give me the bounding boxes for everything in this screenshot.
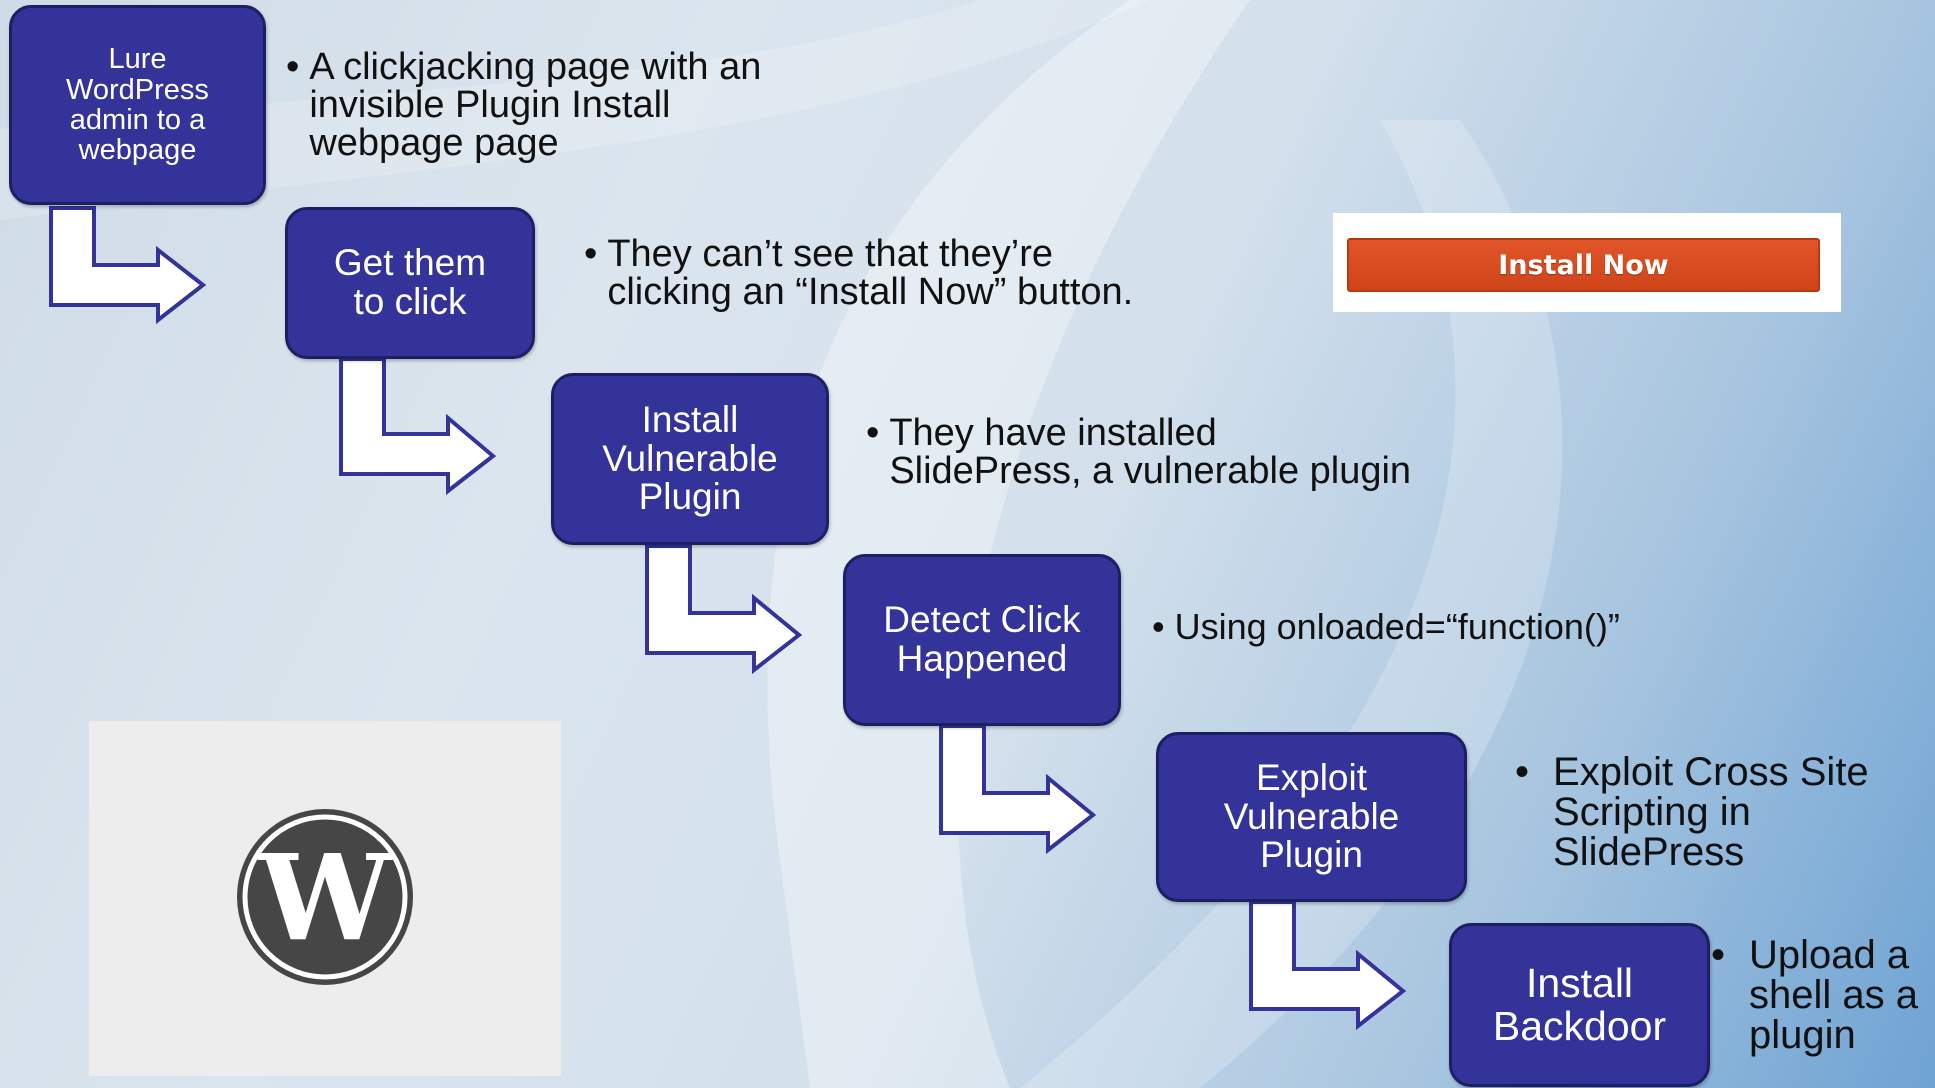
note-text: Exploit Cross Site Scripting in SlidePre… bbox=[1553, 750, 1869, 874]
flow-arrow-2 bbox=[339, 357, 497, 496]
note-onloaded: • Using onloaded=“function()” bbox=[1152, 609, 1620, 645]
wordpress-logo-icon: W bbox=[237, 809, 413, 985]
flow-arrow-4 bbox=[939, 724, 1097, 855]
step-lure-admin: Lure WordPress admin to a webpage bbox=[9, 5, 266, 205]
note-text: They have installed SlidePress, a vulner… bbox=[889, 412, 1412, 492]
note-clickjacking: • A clickjacking page with an invisible … bbox=[286, 48, 761, 162]
flow-arrow-3 bbox=[645, 544, 803, 675]
svg-text:W: W bbox=[257, 828, 393, 967]
note-text: A clickjacking page with an invisible Pl… bbox=[309, 46, 762, 164]
wordpress-logo-panel: W bbox=[89, 721, 561, 1076]
note-text: They can’t see that they’re clicking an … bbox=[607, 233, 1134, 313]
step-detect-click: Detect Click Happened bbox=[843, 554, 1121, 726]
bullet-dot: • bbox=[1152, 606, 1165, 647]
step-install-plugin: Install Vulnerable Plugin bbox=[551, 373, 829, 545]
step-exploit-plugin: Exploit Vulnerable Plugin bbox=[1156, 732, 1467, 902]
note-xss: • Exploit Cross Site Scripting in SlideP… bbox=[1515, 752, 1869, 872]
bullet-dot: • bbox=[584, 233, 598, 275]
note-text: Upload a shell as a plugin bbox=[1749, 933, 1918, 1057]
install-now-screenshot: Install Now bbox=[1333, 213, 1841, 312]
note-upload-shell: • Upload a shell as a plugin bbox=[1711, 935, 1918, 1055]
bullet-dot: • bbox=[1711, 933, 1726, 977]
note-slidepress: • They have installed SlidePress, a vuln… bbox=[866, 414, 1411, 490]
install-now-button[interactable]: Install Now bbox=[1347, 238, 1820, 292]
bullet-dot: • bbox=[1515, 750, 1530, 794]
step-install-backdoor: Install Backdoor bbox=[1449, 923, 1710, 1087]
step-get-click: Get them to click bbox=[285, 207, 535, 359]
note-text: Using onloaded=“function()” bbox=[1174, 606, 1620, 647]
note-cant-see: • They can’t see that they’re clicking a… bbox=[584, 235, 1133, 311]
bullet-dot: • bbox=[286, 46, 300, 88]
flow-arrow-1 bbox=[49, 206, 207, 325]
bullet-dot: • bbox=[866, 412, 880, 454]
flow-arrow-5 bbox=[1249, 900, 1407, 1031]
